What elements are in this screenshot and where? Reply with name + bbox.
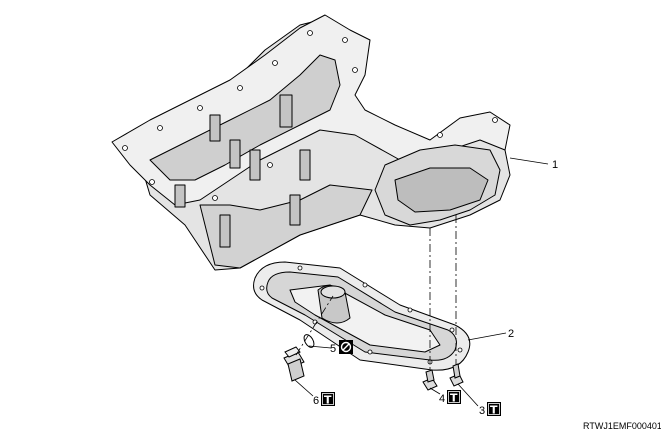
bolt-3 [449, 363, 464, 387]
torque-icon: T [321, 392, 335, 407]
callout-2: 2 [508, 328, 514, 340]
callout-1: 1 [552, 159, 558, 171]
callout-6: 6 [313, 395, 319, 407]
drain-plug [283, 346, 305, 382]
torque-icon-glyph: T [490, 404, 498, 417]
upper-oil-pan-casting [111, 14, 511, 271]
callout-3: 3 [479, 405, 485, 417]
torque-icon: T [447, 390, 461, 405]
leader-lines [294, 157, 549, 407]
torque-icon-glyph: T [450, 392, 458, 405]
flange-bolt-holes [122, 30, 498, 201]
callout-5: 5 [330, 343, 336, 355]
lower-oil-pan [253, 261, 471, 371]
no-reuse-icon [339, 340, 353, 354]
torque-icon: T [487, 402, 501, 417]
torque-icon-glyph: T [324, 394, 332, 407]
callout-4: 4 [439, 393, 445, 405]
bolt-4 [422, 369, 438, 391]
figure-id: RTWJ1EMF000401 [583, 421, 661, 431]
alignment-lines [295, 215, 457, 372]
